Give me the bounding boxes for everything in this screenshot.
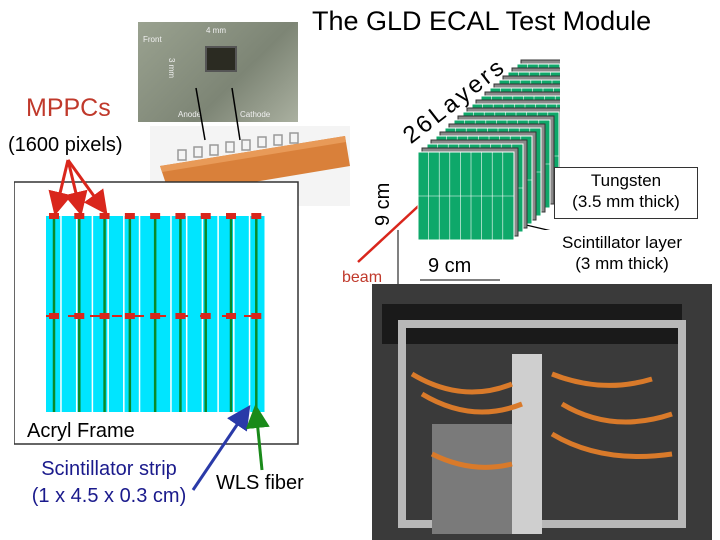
scintillator-strip — [140, 216, 155, 412]
mppc-chip — [205, 46, 237, 72]
scintillator-strip — [218, 216, 234, 412]
mppc-marker — [200, 213, 211, 219]
scint-layer-name: Scintillator layer — [562, 233, 682, 252]
chip-width-label: 4 mm — [206, 26, 226, 35]
mppc-marker — [175, 213, 186, 219]
stack-width-label: 9 cm — [428, 255, 472, 277]
scintillator-strip — [77, 216, 92, 412]
mppc-pixels-label: (1600 pixels) — [8, 134, 123, 156]
beam-label: beam — [342, 269, 383, 286]
scintillator-strip — [187, 216, 202, 412]
mppc-marker — [49, 213, 59, 219]
mppc-marker — [74, 213, 85, 219]
scintillator-strip — [61, 216, 76, 412]
mppc-marker — [99, 213, 110, 219]
scintillator-strip — [234, 216, 249, 412]
stack-height-label: 9 cm — [372, 182, 394, 226]
scintillator-strip — [156, 216, 171, 412]
scintillator-strip — [108, 216, 124, 412]
mppc-marker — [124, 213, 135, 219]
mppc-arrow-3 — [66, 159, 108, 215]
tungsten-name: Tungsten — [590, 171, 662, 190]
mppc-marker — [150, 213, 161, 219]
mppc-marker — [124, 313, 135, 319]
mppc-arrow-2 — [64, 159, 88, 216]
mppc-marker — [150, 313, 161, 319]
scintillator-layer-callout: Scintillator layer (3 mm thick) — [537, 230, 707, 280]
mppc-marker — [251, 313, 262, 319]
module-photo — [372, 284, 712, 540]
mppc-arrow-1 — [48, 159, 72, 216]
tungsten-thickness: (3.5 mm thick) — [572, 192, 680, 211]
chip-lead-cathode — [231, 87, 241, 141]
mppc-marker — [226, 213, 237, 219]
wls-fiber-label: WLS fiber — [216, 472, 304, 494]
strip-arrow — [191, 405, 251, 491]
scintillator-strip-label: Scintillator strip (1 x 4.5 x 0.3 cm) — [14, 456, 204, 510]
mppc-marker — [74, 313, 85, 319]
fiber-arrow — [245, 404, 270, 471]
mppc-marker — [99, 313, 110, 319]
chip-front-label: Front — [143, 35, 162, 44]
chip-anode-label: Anode — [178, 110, 202, 119]
mppc-marker — [251, 213, 262, 219]
mppc-chip-photo — [138, 22, 298, 122]
layer-stack — [417, 59, 560, 241]
mppc-label: MPPCs — [26, 94, 111, 122]
chip-cathode-label: Cathode — [240, 110, 271, 119]
scint-layer-thickness: (3 mm thick) — [575, 254, 669, 273]
chip-lead-anode — [195, 87, 206, 141]
strip-dimensions: (1 x 4.5 x 0.3 cm) — [31, 485, 187, 507]
page-title: The GLD ECAL Test Module — [312, 6, 652, 36]
strip-name: Scintillator strip — [41, 458, 177, 480]
acryl-frame-label: Acryl Frame — [27, 420, 135, 442]
strip-panel — [14, 181, 299, 445]
tungsten-callout: Tungsten (3.5 mm thick) — [554, 167, 698, 219]
